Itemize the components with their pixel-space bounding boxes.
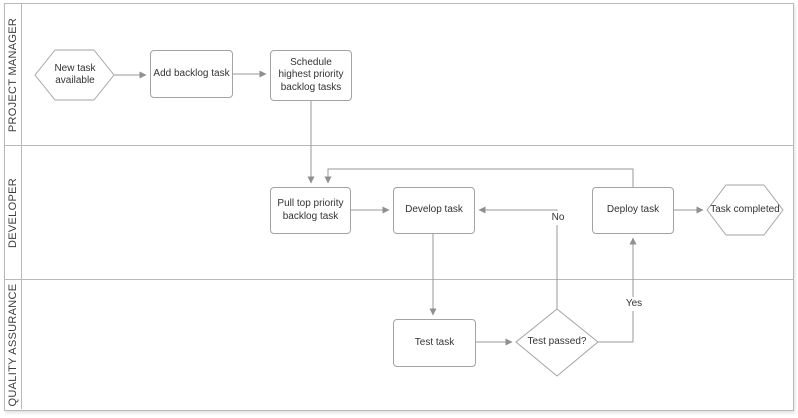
node-shape-new-task-available [34, 49, 115, 101]
node-shape-test-passed [515, 308, 599, 377]
edge-label-no: No [546, 211, 570, 225]
node-schedule-highest-priority: Schedule highest priority backlog tasks [270, 50, 352, 101]
edge-testpassed-yes-to-deploy [598, 237, 637, 343]
node-pull-top-priority: Pull top priority backlog task [270, 187, 351, 234]
node-add-backlog-task: Add backlog task [150, 50, 233, 98]
lane-header-project-manager: PROJECT MANAGER [5, 4, 22, 145]
lane-header-developer: DEVELOPER [5, 146, 22, 279]
edge-deploy-to-pull-loop [324, 168, 634, 187]
node-label-pull-top-priority: Pull top priority backlog task [277, 198, 344, 222]
edge-testpassed-no-to-develop [478, 206, 558, 309]
node-label-schedule-highest-priority: Schedule highest priority backlog tasks [278, 56, 344, 93]
node-label-add-backlog-task: Add backlog task [153, 67, 230, 79]
node-develop-task: Develop task [393, 187, 475, 234]
node-deploy-task: Deploy task [592, 187, 674, 234]
lane-header-quality-assurance: QUALITY ASSURANCE [5, 280, 22, 409]
node-label-develop-task: Develop task [405, 204, 463, 216]
lane-developer: DEVELOPER [5, 146, 793, 280]
node-label-deploy-task: Deploy task [606, 204, 660, 216]
node-test-task: Test task [393, 319, 476, 367]
lane-project-manager: PROJECT MANAGER [5, 4, 793, 146]
edge-label-yes: Yes [620, 297, 648, 311]
lane-quality-assurance: QUALITY ASSURANCE [5, 280, 793, 409]
node-shape-task-completed [706, 184, 784, 236]
node-label-test-task: Test task [414, 336, 455, 348]
